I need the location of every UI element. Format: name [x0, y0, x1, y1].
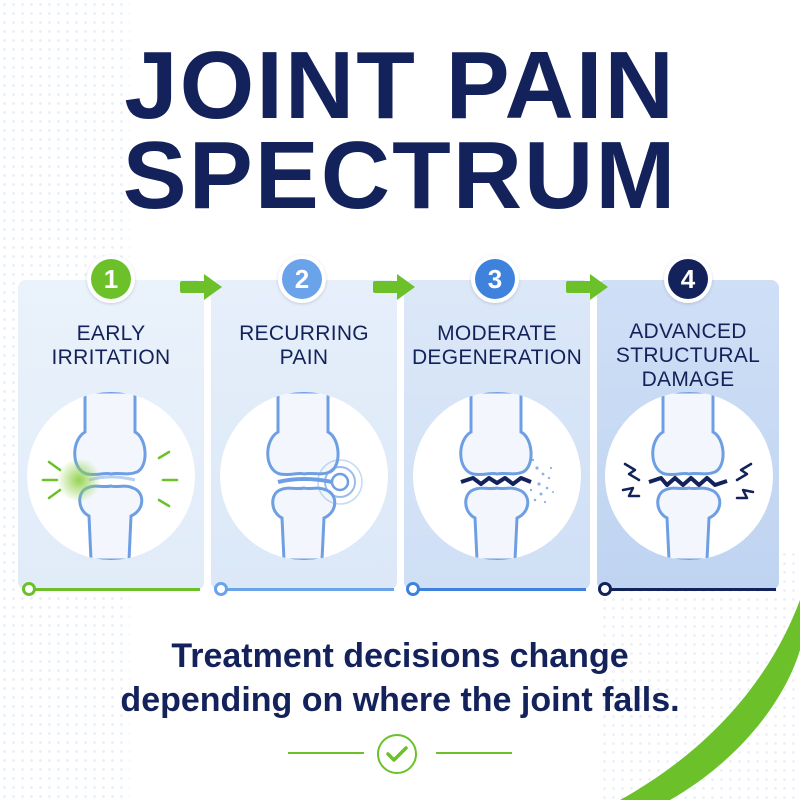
- arrow-right-icon: [373, 274, 415, 300]
- check-badge: [377, 734, 417, 774]
- title-line-2: SPECTRUM: [122, 122, 678, 229]
- arrow-right-icon: [566, 274, 608, 300]
- divider-right: [436, 752, 512, 754]
- arrow-right-icon: [180, 274, 222, 300]
- knee-joint-icon: [266, 392, 363, 560]
- stage-badge-3: 3: [471, 255, 519, 303]
- knee-joint-icon: [41, 392, 179, 560]
- knee-joint-icon: [459, 392, 554, 560]
- green-swoosh-decoration: [620, 600, 800, 800]
- knee-joint-illustration-3: [413, 392, 581, 560]
- knee-joint-icon: [621, 392, 755, 560]
- tagline-line-1: Treatment decisions change: [171, 637, 629, 675]
- stage-badge-4: 4: [664, 255, 712, 303]
- tagline-line-2: depending on where the joint falls.: [120, 681, 680, 719]
- title-line-1: JOINT PAIN: [124, 32, 676, 139]
- stage-track-1: [22, 582, 200, 596]
- stage-track-2: [214, 582, 394, 596]
- knee-joint-illustration-1: [27, 392, 195, 560]
- stage-badge-2: 2: [278, 255, 326, 303]
- stage-badge-1: 1: [87, 255, 135, 303]
- knee-joint-illustration-2: [220, 392, 388, 560]
- stage-track-4: [598, 582, 776, 596]
- divider-left: [288, 752, 364, 754]
- check-icon: [386, 746, 408, 762]
- knee-joint-illustration-4: [605, 392, 773, 560]
- stage-track-3: [406, 582, 586, 596]
